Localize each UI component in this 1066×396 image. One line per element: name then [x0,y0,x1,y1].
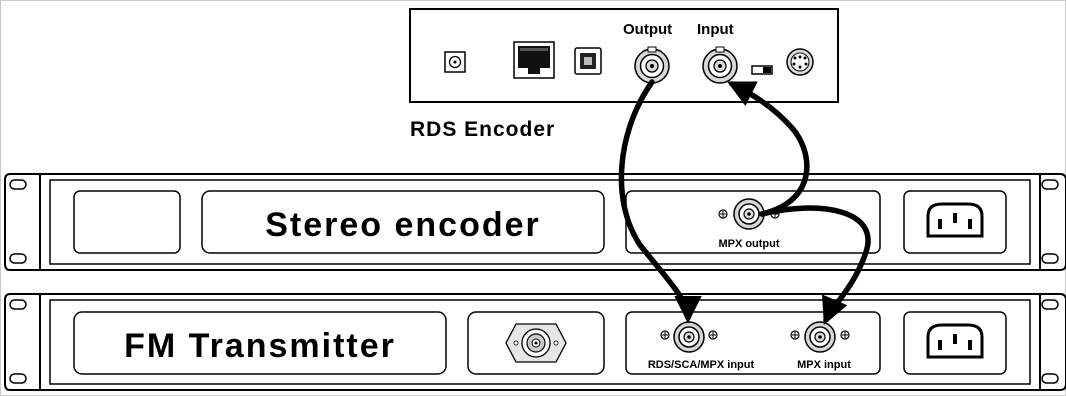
stereo-blank-panel [73,190,181,254]
fm-transmitter-rack: FM Transmitter RDS/SCA/MPX input [4,293,1066,391]
antenna-n-connector [467,311,605,375]
rds-encoder-panel [409,8,839,103]
stereo-iec-power-socket [903,190,1007,254]
dc-power-jack [444,51,466,73]
cable-mpx-output-to-mpx-input [759,205,871,326]
fm-iec-power-socket [903,311,1007,375]
rj45-port [513,41,555,79]
rds-output-bnc [634,46,670,84]
mini-din-port [786,48,814,76]
cable-mpx-output-to-rds-input [727,81,810,217]
rds-encoder: Output Input RDS Encoder [409,8,839,141]
cable-rds-output-to-rds-sca-mpx-input [618,79,702,324]
rds-encoder-label: RDS Encoder [410,118,555,141]
fm-name-panel [73,311,447,375]
stereo-encoder-label: Stereo encoder [265,206,541,244]
fm-mpx-input-bnc [790,321,850,353]
stereo-name-panel [201,190,605,254]
fm-transmitter-label: FM Transmitter [124,327,396,365]
usb-b-port [574,47,602,75]
slide-switch [751,65,773,75]
rds-input-label: Input [697,21,734,38]
mpx-output-label: MPX output [718,238,779,250]
fm-left-rack-ear [4,293,49,391]
rds-input-bnc [702,46,738,84]
rds-sca-mpx-input-label: RDS/SCA/MPX input [648,359,755,371]
stereo-encoder-rack: Stereo encoder MPX output [4,173,1066,271]
mpx-input-label: MPX input [797,359,851,371]
fm-right-rack-ear [1033,293,1066,391]
rds-output-label: Output [623,21,672,38]
stereo-left-rack-ear [4,173,49,271]
stereo-mpx-output-bnc [718,198,780,230]
cables [618,79,871,326]
stereo-right-rack-ear [1033,173,1066,271]
